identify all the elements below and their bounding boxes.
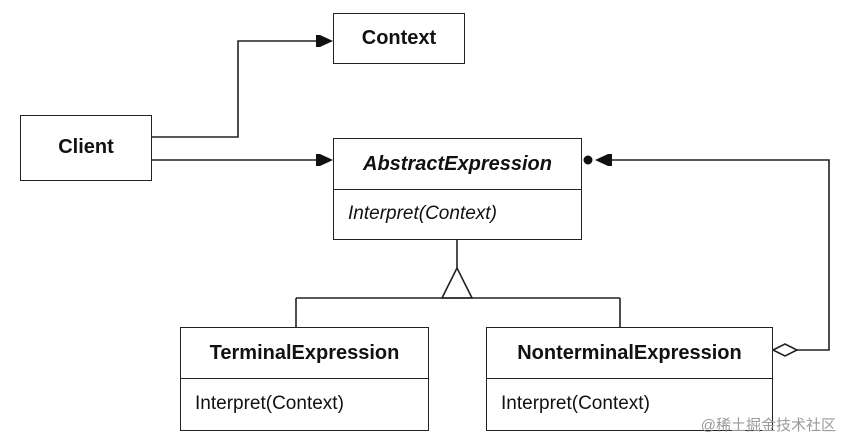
inheritance-triangle (440, 266, 474, 299)
arrow-tail-abstractexpression (316, 154, 320, 166)
client-context-association (152, 40, 316, 138)
arrowhead-aggregation (595, 154, 608, 166)
terminal-expression-class-name: TerminalExpression (209, 341, 400, 364)
abstract-expression-operation: Interpret(Context) (348, 203, 497, 224)
client-class-name: Client (58, 136, 114, 158)
terminal-expression-operation: Interpret(Context) (195, 393, 344, 414)
aggregation-dot (583, 155, 593, 165)
nonterminal-expression-class-name: NonterminalExpression (517, 341, 742, 364)
nonterminal-expression-class: NonterminalExpression Interpret(Context) (486, 327, 773, 431)
arrow-tail-aggregation (608, 154, 612, 166)
context-class-name: Context (361, 26, 437, 49)
arrowhead-abstractexpression (320, 154, 333, 166)
client-class: Client (20, 115, 152, 181)
abstract-expression-class-name: AbstractExpression (363, 152, 552, 175)
aggregation-line (610, 159, 830, 351)
abstract-expression-class: AbstractExpression Interpret(Context) (333, 138, 582, 240)
arrow-tail-context (316, 35, 320, 47)
arrowhead-context (320, 35, 333, 47)
nonterminal-expression-divider (487, 378, 772, 379)
terminal-expression-divider (181, 378, 428, 379)
nonterminal-expression-operation: Interpret(Context) (501, 393, 650, 414)
abstract-expression-divider (334, 189, 581, 190)
aggregation-diamond (771, 343, 799, 357)
terminal-expression-class: TerminalExpression Interpret(Context) (180, 327, 429, 431)
watermark: @稀土掘金技术社区 (700, 417, 836, 434)
context-class: Context (333, 13, 465, 64)
